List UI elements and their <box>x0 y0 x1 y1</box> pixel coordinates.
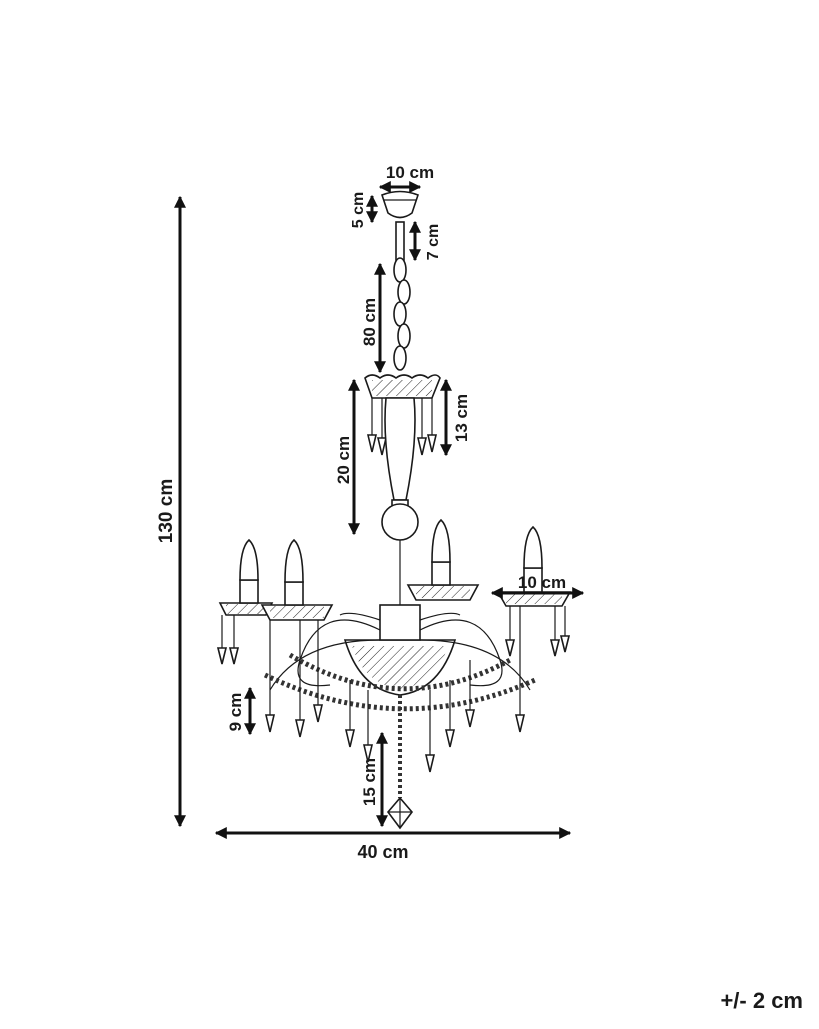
chandelier-icon <box>216 190 572 830</box>
candle-left-1 <box>218 538 274 616</box>
rod-length-label: 7 cm <box>425 224 442 260</box>
total-width-label: 40 cm <box>357 842 408 862</box>
hanging-drops <box>216 606 571 773</box>
candle-right-1 <box>406 518 480 601</box>
canopy-width-label: 10 cm <box>386 163 434 182</box>
pendant-drop-label: 15 cm <box>360 758 379 806</box>
arm-drop-height-label: 9 cm <box>226 693 245 732</box>
chain <box>393 257 411 371</box>
canopy-height-label: 5 cm <box>350 192 367 228</box>
tolerance-note: +/- 2 cm <box>720 988 803 1013</box>
upper-drops <box>366 398 438 456</box>
cup-width-label: 10 cm <box>518 573 566 592</box>
stem-height-label: 20 cm <box>334 436 353 484</box>
total-height-label: 130 cm <box>156 479 177 543</box>
upper-crown-height-label: 13 cm <box>452 394 471 442</box>
chain-length-label: 80 cm <box>360 298 379 346</box>
candle-left-2 <box>260 538 334 621</box>
